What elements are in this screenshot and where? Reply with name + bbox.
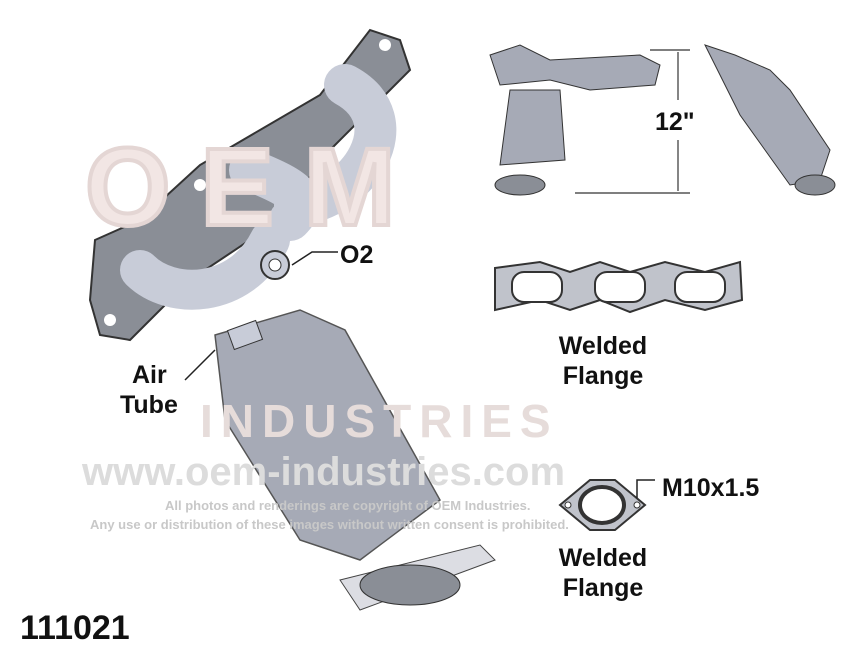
watermark-copyright-line2: Any use or distribution of these images … xyxy=(90,517,569,532)
watermark-logo-top: OEM xyxy=(83,126,426,249)
o2-label: O2 xyxy=(340,241,374,269)
welded-flange-2bolt xyxy=(558,479,647,531)
main-pipes xyxy=(120,64,397,310)
welded-flange-3port xyxy=(494,260,744,314)
thread-size-label: M10x1.5 xyxy=(662,474,760,502)
leader-lines xyxy=(184,251,655,498)
thumbnail-right-bank xyxy=(704,44,836,196)
dimension-label: 12" xyxy=(655,108,695,136)
part-number: 111021 xyxy=(20,609,130,647)
watermark-url: www.oem-industries.com xyxy=(82,450,566,494)
dimension-line xyxy=(575,49,690,194)
watermark-logo-bottom: INDUSTRIES xyxy=(200,395,559,447)
thumbnail-left-bank xyxy=(489,44,661,196)
watermark-copyright-line1: All photos and renderings are copyright … xyxy=(165,498,531,513)
main-converter xyxy=(214,309,496,611)
